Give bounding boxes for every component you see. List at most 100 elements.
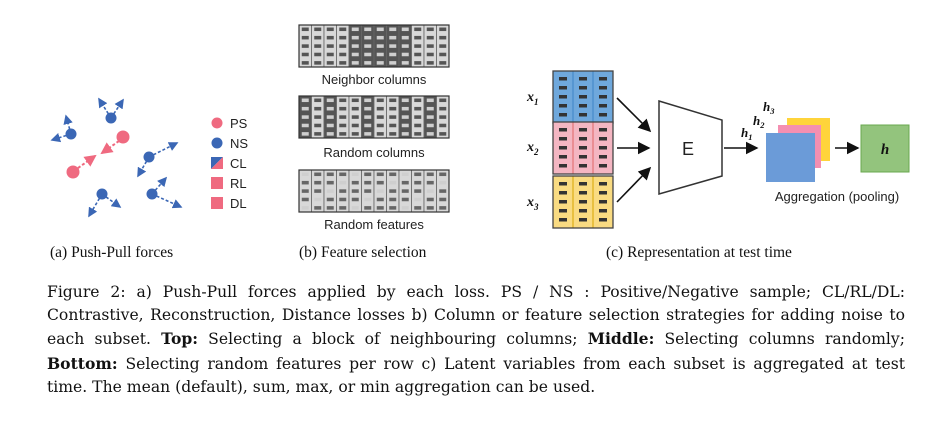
table-cell: [301, 61, 309, 65]
table-cell: [439, 189, 447, 193]
table-cell: [426, 61, 434, 65]
table-cell: [389, 27, 397, 32]
table-cell: [439, 61, 447, 65]
table-cell: [314, 123, 322, 128]
table-cell: [414, 132, 422, 136]
output-h-box: [860, 124, 910, 173]
table-cell: [364, 180, 372, 185]
subcaption-c: (c) Representation at test time: [606, 244, 792, 261]
table-cell: [314, 35, 322, 40]
table-cell: [414, 197, 422, 202]
table-cell: [314, 115, 322, 119]
table-outline: [298, 95, 450, 139]
input-table-cell: [579, 128, 587, 132]
table-cell: [351, 172, 359, 177]
table-cell: [439, 180, 447, 185]
table-cell: [301, 44, 309, 48]
table-cell: [401, 52, 409, 57]
table-cell: [339, 206, 347, 210]
caption-middle-text: Selecting columns randomly;: [664, 330, 905, 349]
table-cell: [314, 98, 322, 103]
table-cell: [426, 123, 434, 128]
table-cell: [426, 189, 434, 193]
table-cell: [414, 172, 422, 177]
table-cell: [401, 172, 409, 177]
table-cell: [401, 27, 409, 32]
table-cell: [439, 44, 447, 48]
table-cell: [364, 44, 372, 48]
input-table-outline: [552, 175, 614, 229]
table-cell: [301, 189, 309, 193]
table-cell: [376, 106, 384, 111]
h2-label: h2: [753, 113, 765, 130]
table-cell: [401, 98, 409, 103]
table-cell: [414, 123, 422, 128]
table-cell: [376, 61, 384, 65]
table-cell: [426, 197, 434, 202]
input-table-cell: [559, 146, 567, 150]
table-cell: [351, 206, 359, 210]
legend-rl: RL: [230, 176, 247, 191]
table-cell: [439, 123, 447, 128]
input-table-cell: [599, 104, 607, 108]
random-features-label: Random features: [324, 217, 424, 232]
table-cell: [389, 61, 397, 65]
table-cell: [439, 115, 447, 119]
table-cell: [376, 132, 384, 136]
table-cell: [351, 197, 359, 202]
caption-top-label: Top:: [161, 329, 198, 349]
table-cell: [426, 98, 434, 103]
table-cell: [389, 180, 397, 185]
input-subsets: [552, 70, 614, 229]
table-cell: [339, 106, 347, 111]
table-cell: [401, 132, 409, 136]
table-cell: [326, 172, 334, 177]
caption-middle-label: Middle:: [587, 329, 655, 349]
table-cell: [389, 197, 397, 202]
legend-ns: NS: [230, 136, 248, 151]
positive-sample-dot: [66, 165, 80, 179]
table-cell: [326, 52, 334, 57]
table-outline: [298, 169, 450, 213]
table-cell: [426, 35, 434, 40]
x2-label: x2: [526, 140, 539, 157]
table-cell: [301, 172, 309, 177]
table-cell: [301, 35, 309, 40]
caption-bottom-label: Bottom:: [47, 353, 118, 373]
input-table-cell: [579, 113, 587, 117]
encoder-block: [658, 99, 723, 195]
table-cell: [439, 106, 447, 111]
table-cell: [314, 106, 322, 111]
table-cell: [439, 206, 447, 210]
table-cell: [389, 132, 397, 136]
table-cell: [301, 132, 309, 136]
h3-label: h3: [763, 99, 775, 116]
table-cell: [351, 98, 359, 103]
input-table-cell: [599, 218, 607, 222]
input-table-cell: [599, 182, 607, 186]
table-cell: [376, 197, 384, 202]
table-cell: [376, 172, 384, 177]
input-table-outline: [552, 121, 614, 175]
table-cell: [414, 180, 422, 185]
caption-bottom-text: Selecting random features per row c) Lat…: [47, 354, 905, 396]
table-cell: [401, 35, 409, 40]
table-cell: [401, 123, 409, 128]
table-cell: [339, 172, 347, 177]
table-cell: [401, 61, 409, 65]
input-table-cell: [599, 137, 607, 141]
table-cell: [414, 206, 422, 210]
table-cell: [389, 98, 397, 103]
table-cell: [439, 172, 447, 177]
input-table-cell: [579, 191, 587, 195]
table-cell: [314, 132, 322, 136]
table-cell: [439, 132, 447, 136]
table-cell: [326, 123, 334, 128]
table-cell: [364, 172, 372, 177]
table-cell: [389, 44, 397, 48]
dl-legend-marker: [211, 197, 223, 209]
table-cell: [314, 189, 322, 193]
table-cell: [414, 44, 422, 48]
input-table-cell: [579, 218, 587, 222]
table-cell: [339, 44, 347, 48]
